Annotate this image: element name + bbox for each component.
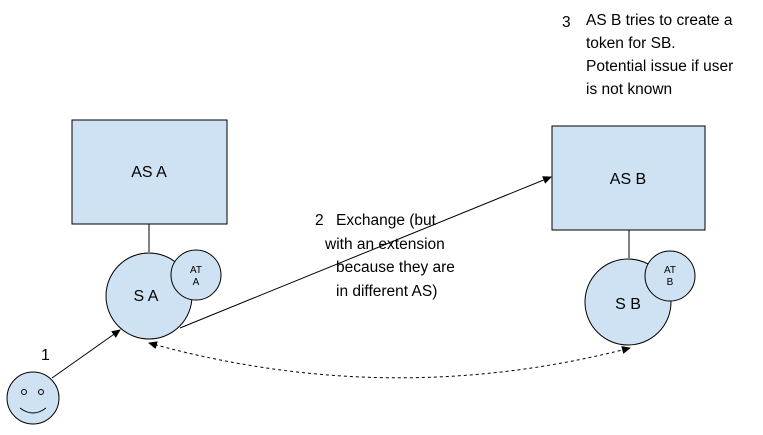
step-3-text-line3: Potential issue if user <box>586 58 733 75</box>
step-2-number: 2 <box>315 212 324 229</box>
step-2-text-line4: in different AS) <box>336 283 437 300</box>
smiley-face-icon <box>6 371 60 425</box>
as-b-label: AS B <box>610 171 646 188</box>
as-a-label: AS A <box>131 164 167 181</box>
step-3-number: 3 <box>562 14 571 31</box>
trust-dashed-arrow <box>148 341 631 379</box>
as-b-node: AS B <box>551 125 706 231</box>
s-a-label: S A <box>134 288 159 305</box>
exchange-arrow <box>179 176 552 329</box>
at-b-label-line2: B <box>667 277 674 288</box>
at-a-node: AT A <box>170 249 222 301</box>
step-2-text-line1: Exchange (but <box>336 212 437 229</box>
as-a-node: AS A <box>71 119 228 225</box>
s-b-label: S B <box>615 296 641 313</box>
at-b-label-line1: AT <box>664 265 676 276</box>
step-2-text-line2: with an extension <box>324 236 445 253</box>
step-3-text-line2: token for SB. <box>586 35 676 52</box>
step-2-text-line3: because they are <box>336 259 455 276</box>
at-a-label-line2: A <box>193 277 200 288</box>
step-3-text-line4: is not known <box>586 81 672 98</box>
step-1-number: 1 <box>41 347 50 364</box>
step-3-text-line1: AS B tries to create a <box>586 12 733 29</box>
user-to-s-a-arrow <box>51 329 121 379</box>
at-a-label-line1: AT <box>190 265 202 276</box>
at-b-node: AT B <box>644 250 696 302</box>
